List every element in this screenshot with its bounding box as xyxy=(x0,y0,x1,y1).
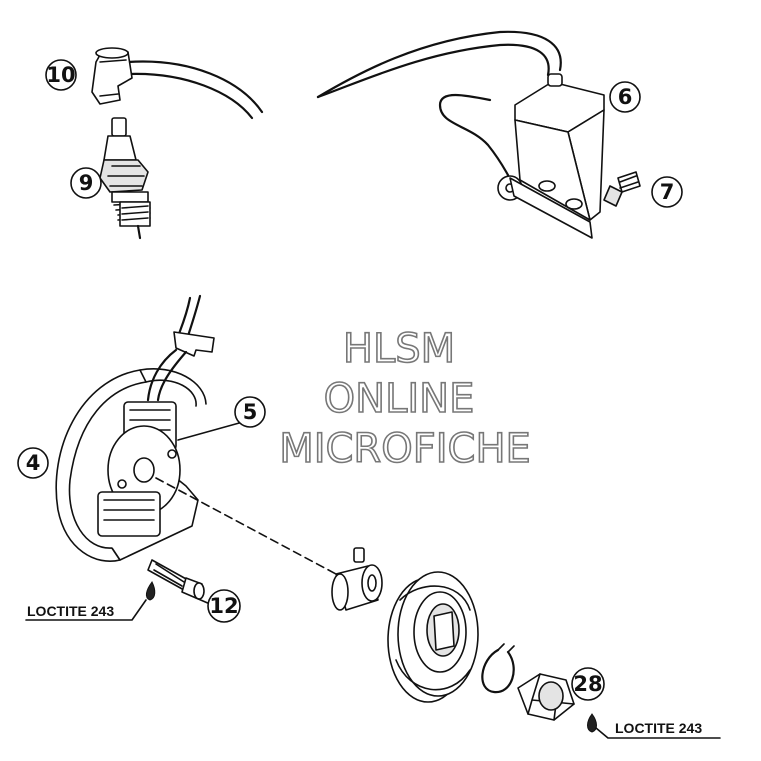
callout-28: 28 xyxy=(571,667,605,701)
circlip xyxy=(481,643,515,694)
rotor xyxy=(387,571,479,703)
callout-label: 6 xyxy=(618,85,633,109)
watermark-line-2: ONLINE xyxy=(324,376,475,422)
callout-label: 12 xyxy=(209,594,238,618)
loctite-drop-left xyxy=(25,581,156,621)
watermark-line-3: MICROFICHE xyxy=(279,426,531,472)
callout-5: 5 xyxy=(234,396,266,428)
callout-6: 6 xyxy=(609,81,641,113)
callout-10: 10 xyxy=(45,59,77,91)
coil-screw xyxy=(603,171,641,207)
loctite-note-left: LOCTITE 243 xyxy=(27,603,114,619)
callout-label: 7 xyxy=(660,180,675,204)
loctite-note-right: LOCTITE 243 xyxy=(615,720,702,736)
pickup-assembly xyxy=(97,401,251,537)
stator-bolt xyxy=(147,559,211,605)
watermark-line-1: HLSM xyxy=(343,326,455,372)
ignition-coil xyxy=(438,73,605,239)
callout-7: 7 xyxy=(651,176,683,208)
assembly-axis xyxy=(155,477,337,575)
callout-9: 9 xyxy=(70,167,102,199)
callout-label: 10 xyxy=(46,63,75,87)
callout-12: 12 xyxy=(207,589,241,623)
callout-label: 4 xyxy=(26,451,41,475)
ignition-cable xyxy=(126,30,562,120)
callout-label: 9 xyxy=(79,171,94,195)
spark-plug xyxy=(99,117,151,240)
callout-4: 4 xyxy=(17,447,49,479)
watermark: HLSM ONLINE MICROFICHE xyxy=(278,325,531,473)
crankshaft-sleeve xyxy=(331,547,383,611)
stator-wire xyxy=(146,294,215,402)
spark-plug-cap xyxy=(91,47,133,105)
loctite-drop-right xyxy=(587,713,721,739)
callout-label: 28 xyxy=(573,672,602,696)
callout-label: 5 xyxy=(243,400,258,424)
rotor-nut xyxy=(517,673,575,721)
